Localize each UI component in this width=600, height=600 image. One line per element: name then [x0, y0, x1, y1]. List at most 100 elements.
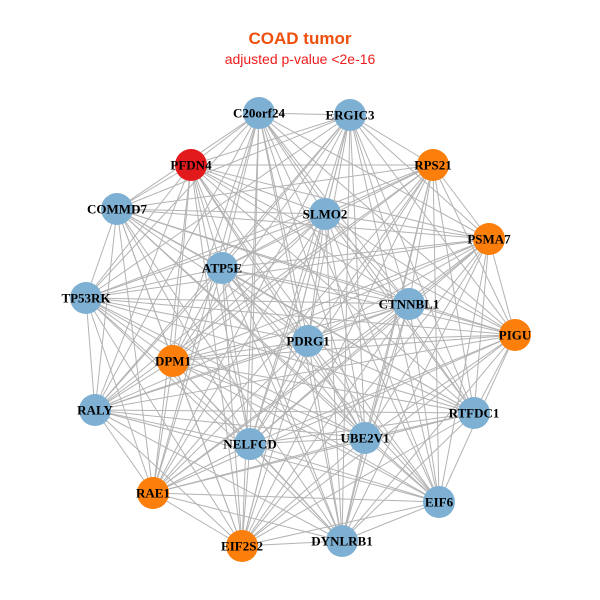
- edge-COMMD7-EIF6: [116, 208, 440, 503]
- node-TP53RK[interactable]: TP53RK: [61, 282, 111, 314]
- edge-COMMD7-PIGU: [116, 208, 516, 336]
- edge-C20orf24-RAE1: [152, 112, 260, 494]
- node-circle[interactable]: [206, 252, 238, 284]
- node-RAE1[interactable]: RAE1: [136, 477, 170, 509]
- node-EIF6[interactable]: EIF6: [423, 486, 455, 518]
- edge-UBE2V1-DYNLRB1: [341, 437, 366, 542]
- edge-SLMO2-RALY: [94, 213, 326, 411]
- edge-RTFDC1-RAE1: [152, 412, 475, 494]
- node-SLMO2[interactable]: SLMO2: [303, 198, 348, 230]
- edge-COMMD7-SLMO2: [116, 208, 326, 215]
- edge-NELFCD-DYNLRB1: [249, 443, 343, 542]
- node-circle[interactable]: [423, 486, 455, 518]
- edge-C20orf24-SLMO2: [258, 112, 326, 215]
- edge-UBE2V1-EIF6: [364, 437, 440, 503]
- node-PSMA7[interactable]: PSMA7: [467, 223, 511, 255]
- edge-CTNNBL1-EIF2S2: [241, 303, 410, 547]
- edge-TP53RK-RAE1: [85, 297, 154, 494]
- node-circle[interactable]: [175, 149, 207, 181]
- edge-ERGIC3-COMMD7: [116, 114, 351, 210]
- node-circle[interactable]: [79, 394, 111, 426]
- node-circle[interactable]: [326, 525, 358, 557]
- edge-PSMA7-DYNLRB1: [341, 238, 490, 542]
- node-circle[interactable]: [101, 193, 133, 225]
- node-circle[interactable]: [157, 345, 189, 377]
- node-circle[interactable]: [393, 288, 425, 320]
- node-RTFDC1[interactable]: RTFDC1: [449, 397, 500, 429]
- node-circle[interactable]: [349, 422, 381, 454]
- edge-CTNNBL1-RAE1: [152, 303, 410, 494]
- node-EIF2S2[interactable]: EIF2S2: [221, 530, 263, 562]
- node-C20orf24[interactable]: C20orf24: [233, 97, 285, 129]
- node-NELFCD[interactable]: NELFCD: [223, 428, 277, 460]
- edge-SLMO2-NELFCD: [249, 213, 326, 445]
- edge-CTNNBL1-UBE2V1: [364, 303, 410, 439]
- edge-ERGIC3-CTNNBL1: [349, 114, 410, 305]
- node-circle[interactable]: [243, 97, 275, 129]
- node-circle[interactable]: [334, 99, 366, 131]
- edge-RPS21-RTFDC1: [432, 164, 475, 414]
- edge-C20orf24-PIGU: [258, 112, 516, 336]
- edge-RPS21-SLMO2: [324, 164, 434, 215]
- node-PFDN4[interactable]: PFDN4: [170, 149, 212, 181]
- edge-PIGU-RALY: [94, 334, 516, 411]
- edge-RPS21-DPM1: [172, 164, 434, 362]
- node-circle[interactable]: [226, 530, 258, 562]
- edge-SLMO2-RAE1: [152, 213, 326, 494]
- node-COMMD7[interactable]: COMMD7: [87, 193, 147, 225]
- edge-SLMO2-DPM1: [172, 213, 326, 362]
- node-label: PFDN4: [170, 158, 212, 173]
- node-label: DYNLRB1: [311, 534, 372, 549]
- edge-NELFCD-RAE1: [152, 443, 251, 494]
- edge-DPM1-RAE1: [152, 360, 174, 494]
- node-label: RTFDC1: [449, 406, 500, 421]
- edge-PDRG1-RAE1: [152, 340, 309, 494]
- node-label: RPS21: [414, 158, 452, 173]
- edge-TP53RK-PIGU: [85, 297, 516, 336]
- edge-SLMO2-PDRG1: [307, 213, 326, 342]
- edge-ERGIC3-UBE2V1: [349, 114, 366, 439]
- edge-NELFCD-EIF2S2: [241, 443, 251, 547]
- node-circle[interactable]: [458, 397, 490, 429]
- edge-PSMA7-TP53RK: [85, 238, 490, 299]
- edge-EIF6-EIF2S2: [241, 501, 440, 547]
- node-UBE2V1[interactable]: UBE2V1: [340, 422, 390, 454]
- node-RALY[interactable]: RALY: [77, 394, 113, 426]
- node-PIGU[interactable]: PIGU: [499, 319, 532, 351]
- edge-SLMO2-ATP5E: [221, 213, 326, 269]
- edge-RAE1-DYNLRB1: [152, 492, 343, 542]
- node-circle[interactable]: [70, 282, 102, 314]
- node-PDRG1[interactable]: PDRG1: [286, 325, 330, 357]
- edge-PDRG1-RALY: [94, 340, 309, 411]
- edge-PFDN4-PDRG1: [190, 164, 309, 342]
- edge-RPS21-CTNNBL1: [408, 164, 434, 305]
- edge-TP53RK-DYNLRB1: [85, 297, 343, 542]
- node-circle[interactable]: [499, 319, 531, 351]
- node-circle[interactable]: [292, 325, 324, 357]
- node-circle[interactable]: [137, 477, 169, 509]
- node-DYNLRB1[interactable]: DYNLRB1: [311, 525, 373, 557]
- node-DPM1[interactable]: DPM1: [155, 345, 191, 377]
- node-CTNNBL1[interactable]: CTNNBL1: [379, 288, 440, 320]
- node-ATP5E[interactable]: ATP5E: [202, 252, 242, 284]
- node-circle[interactable]: [234, 428, 266, 460]
- node-ERGIC3[interactable]: ERGIC3: [325, 99, 375, 131]
- edge-RALY-RAE1: [94, 409, 154, 494]
- edge-CTNNBL1-NELFCD: [249, 303, 410, 445]
- node-RPS21[interactable]: RPS21: [414, 149, 452, 181]
- edge-PIGU-DPM1: [172, 334, 516, 362]
- edge-RALY-RTFDC1: [94, 409, 475, 414]
- node-label: TP53RK: [61, 291, 111, 306]
- node-circle[interactable]: [473, 223, 505, 255]
- edge-DPM1-UBE2V1: [172, 360, 366, 439]
- edge-C20orf24-DPM1: [172, 112, 260, 362]
- edge-PSMA7-RTFDC1: [473, 238, 490, 414]
- edge-C20orf24-TP53RK: [85, 112, 260, 299]
- node-circle[interactable]: [309, 198, 341, 230]
- node-circle[interactable]: [417, 149, 449, 181]
- node-label: RAE1: [136, 486, 170, 501]
- edge-EIF2S2-DYNLRB1: [241, 540, 343, 547]
- edge-SLMO2-DYNLRB1: [324, 213, 343, 542]
- edge-PIGU-UBE2V1: [364, 334, 516, 439]
